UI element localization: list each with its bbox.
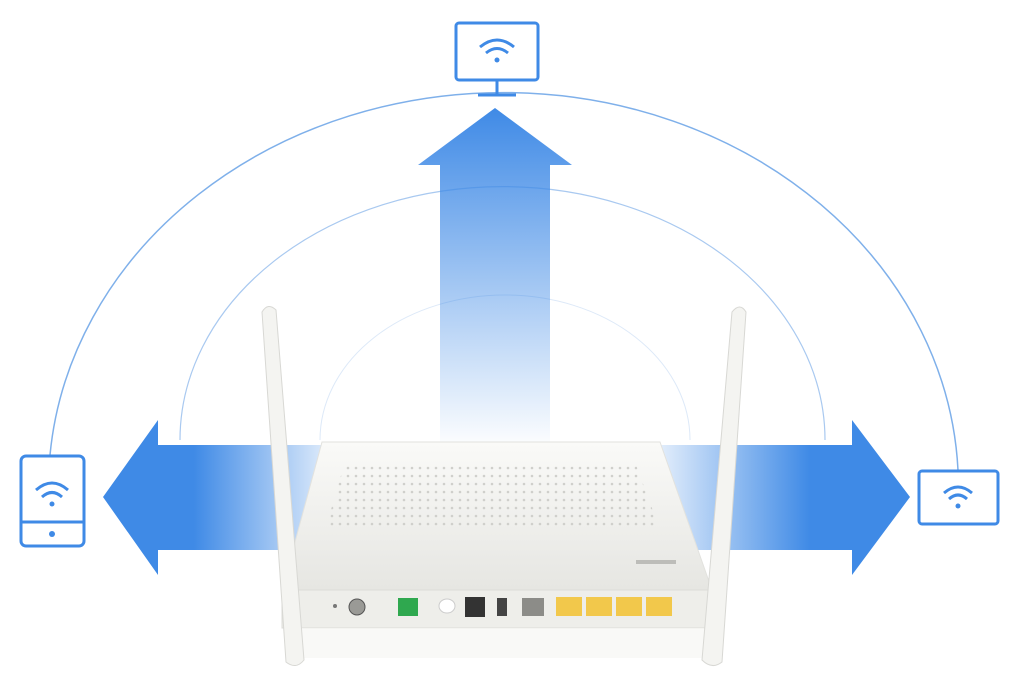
monitor-wifi-icon [454,21,540,97]
arrow-up [418,108,572,450]
power-button [438,598,456,614]
reset-hole [333,604,337,608]
outer-coverage-arc [49,91,959,471]
usb-port [497,598,507,616]
router [261,306,747,666]
screen-wifi-icon [917,469,1000,526]
right-antenna [701,306,747,666]
lan-ports [556,597,672,616]
brand-logo [636,560,676,564]
catv-port [348,598,366,616]
power-jack [465,597,485,617]
optical-port [398,598,418,616]
tablet-wifi-icon [19,454,86,548]
phone-port [522,598,544,616]
vent-grille [325,462,660,530]
left-antenna [261,306,305,666]
